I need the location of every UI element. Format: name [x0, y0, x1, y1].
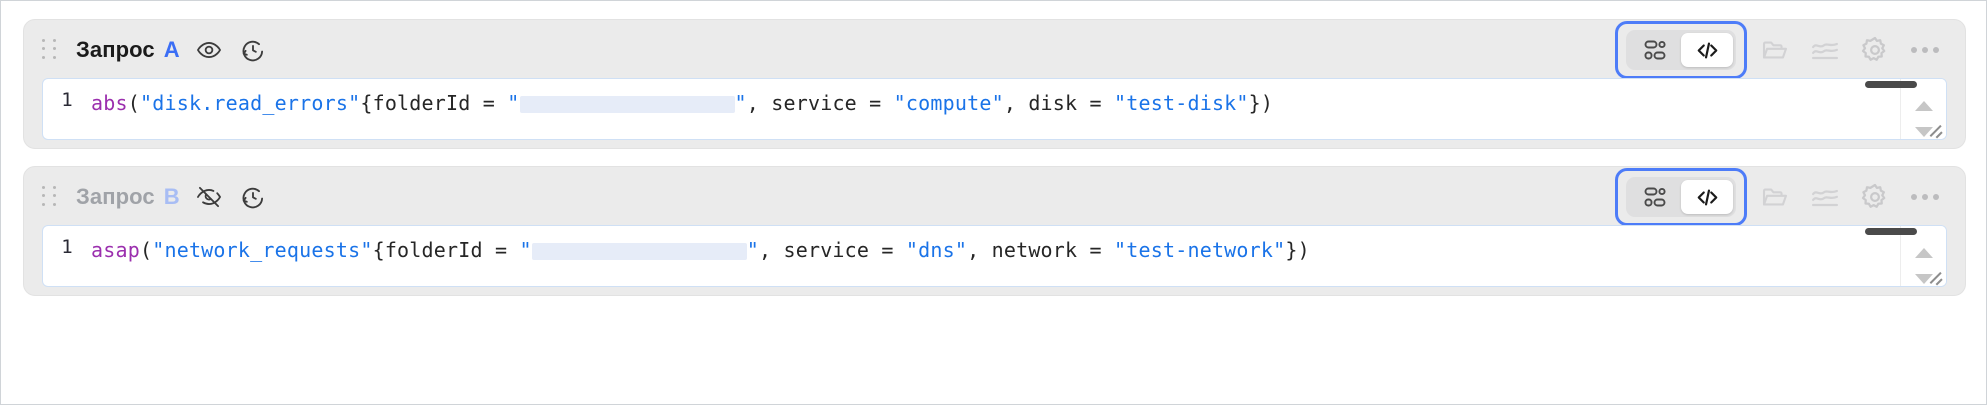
- code-label-2-key: service: [783, 238, 870, 262]
- resize-grip[interactable]: [1924, 117, 1944, 137]
- code-label-1-close-quote: ": [746, 238, 759, 262]
- query-a-header: Запрос A: [24, 20, 1965, 80]
- query-b-header: Запрос B: [24, 167, 1965, 227]
- view-mode-highlight-box: [1615, 168, 1747, 226]
- code-view-button[interactable]: [1681, 180, 1733, 214]
- view-mode-segmented-control: [1626, 177, 1736, 217]
- history-clock-icon[interactable]: [238, 182, 268, 212]
- builder-view-button[interactable]: [1629, 33, 1681, 67]
- code-line-1: abs("disk.read_errors"{folderId = " ", se…: [91, 89, 1946, 117]
- code-sep-2: ,: [967, 238, 992, 262]
- drag-handle-icon[interactable]: [42, 39, 60, 61]
- redacted-folder-id: [531, 243, 747, 260]
- view-mode-highlight-box: [1615, 21, 1747, 79]
- code-area[interactable]: abs("disk.read_errors"{folderId = " ", se…: [91, 79, 1946, 139]
- line-number: 1: [61, 236, 73, 258]
- query-a-code-editor[interactable]: 1 abs("disk.read_errors"{folderId = " ", …: [42, 78, 1947, 140]
- code-function: asap: [91, 238, 140, 262]
- code-label-2-value: "compute": [893, 91, 1004, 115]
- code-label-3-eq: =: [1077, 91, 1115, 115]
- horizontal-scrollbar[interactable]: [1865, 228, 1917, 235]
- code-metric: "network_requests": [152, 238, 373, 262]
- resize-grip[interactable]: [1924, 264, 1944, 284]
- query-b-letter: B: [163, 184, 180, 209]
- query-b-toolbar: [1615, 168, 1949, 226]
- query-panel-a: Запрос A: [23, 19, 1966, 149]
- code-label-1-close-quote: ": [734, 91, 747, 115]
- query-b-title: Запрос: [76, 184, 155, 209]
- folder-icon[interactable]: [1753, 177, 1797, 217]
- query-b-code-editor[interactable]: 1 asap("network_requests"{folderId = " ",…: [42, 225, 1947, 287]
- view-mode-segmented-control: [1626, 30, 1736, 70]
- line-chart-icon[interactable]: [1803, 177, 1847, 217]
- spinner-up-arrow[interactable]: [1914, 101, 1933, 111]
- eye-icon[interactable]: [194, 35, 224, 65]
- query-a-title: Запрос: [76, 37, 155, 62]
- code-sep-1: ,: [758, 238, 784, 262]
- code-label-2-value: "dns": [905, 238, 968, 262]
- gear-icon[interactable]: [1853, 177, 1897, 217]
- code-sep-1: ,: [746, 91, 772, 115]
- code-label-1-quote: ": [507, 91, 520, 115]
- code-label-3-value: "test-disk": [1114, 91, 1249, 115]
- ellipsis-icon[interactable]: [1901, 30, 1949, 70]
- horizontal-scrollbar[interactable]: [1865, 81, 1917, 88]
- code-close: }): [1285, 238, 1310, 262]
- code-label-1-key: folderId: [384, 238, 483, 262]
- code-label-2-key: service: [771, 91, 857, 115]
- code-label-1-eq: =: [470, 91, 508, 115]
- spinner-up-arrow[interactable]: [1914, 248, 1933, 258]
- code-area[interactable]: asap("network_requests"{folderId = " ", s…: [91, 226, 1946, 286]
- code-label-3-value: "test-network": [1114, 238, 1286, 262]
- query-a-toolbar: [1615, 21, 1949, 79]
- code-paren-open: (: [127, 91, 140, 115]
- code-paren-open: (: [139, 238, 153, 262]
- folder-icon[interactable]: [1753, 30, 1797, 70]
- code-label-3-eq: =: [1077, 238, 1115, 262]
- query-panel-b: Запрос B: [23, 166, 1966, 296]
- redacted-folder-id: [519, 96, 735, 113]
- line-number: 1: [61, 89, 73, 111]
- query-a-letter: A: [163, 37, 180, 62]
- code-label-3-key: network: [991, 238, 1078, 262]
- code-label-1-quote: ": [519, 238, 532, 262]
- code-label-1-eq: =: [482, 238, 520, 262]
- code-view-button[interactable]: [1681, 33, 1733, 67]
- code-brace-open: {: [372, 238, 385, 262]
- builder-view-button[interactable]: [1629, 180, 1681, 214]
- code-label-3-key: disk: [1028, 91, 1078, 115]
- code-function: abs: [91, 91, 128, 115]
- code-close: }): [1248, 91, 1274, 115]
- gear-icon[interactable]: [1853, 30, 1897, 70]
- code-metric: "disk.read_errors": [139, 91, 361, 115]
- drag-handle-icon[interactable]: [42, 186, 60, 208]
- code-sep-2: ,: [1003, 91, 1029, 115]
- code-line-1: asap("network_requests"{folderId = " ", s…: [91, 236, 1946, 264]
- ellipsis-icon[interactable]: [1901, 177, 1949, 217]
- code-label-2-eq: =: [869, 238, 906, 262]
- line-chart-icon[interactable]: [1803, 30, 1847, 70]
- code-label-1-key: folderId: [372, 91, 471, 115]
- code-label-2-eq: =: [856, 91, 894, 115]
- code-brace-open: {: [360, 91, 373, 115]
- history-clock-icon[interactable]: [238, 35, 268, 65]
- eye-off-icon[interactable]: [194, 182, 224, 212]
